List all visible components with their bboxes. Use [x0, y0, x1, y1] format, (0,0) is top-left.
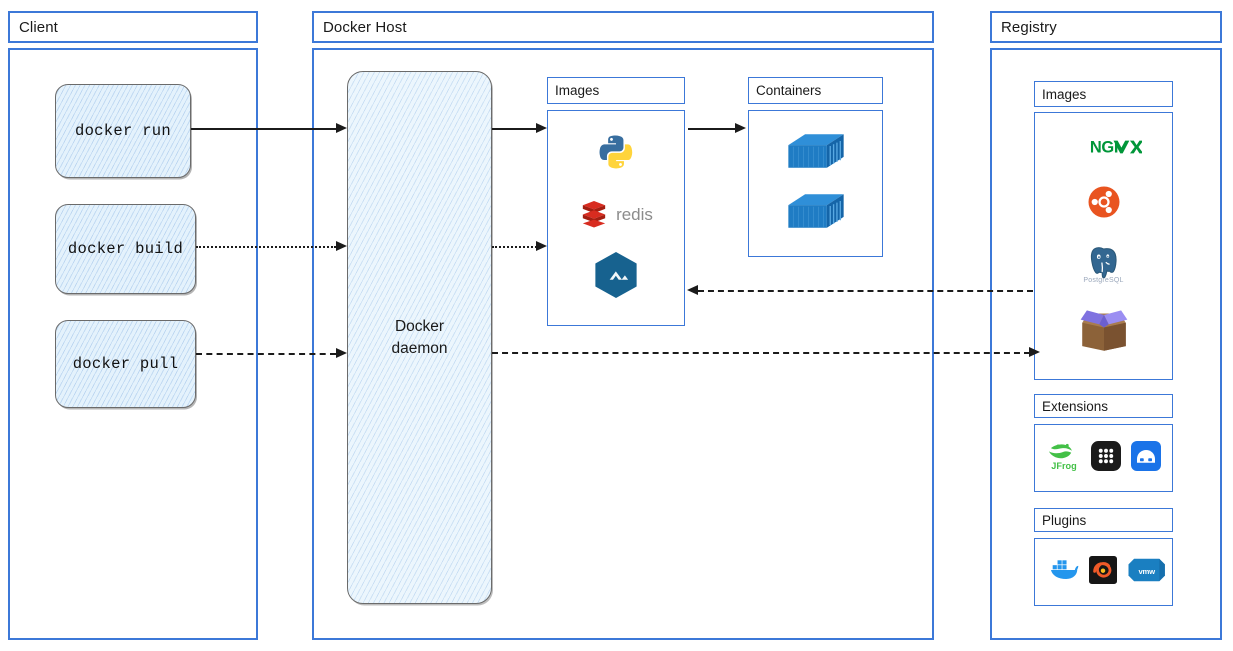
- command-box-docker-build[interactable]: docker build: [55, 204, 196, 294]
- connector-daemon-to-images-solid: [492, 128, 537, 130]
- ubuntu-icon: [1088, 186, 1120, 223]
- container-icon: [785, 190, 847, 237]
- grid-dots-icon: [1090, 440, 1121, 476]
- client-panel-header: Client: [8, 11, 258, 43]
- arrowhead-daemon-to-registry: [1029, 347, 1040, 357]
- svg-text:vmw: vmw: [1138, 567, 1155, 576]
- jfrog-icon: JFrog: [1047, 440, 1081, 477]
- docker-host-panel-title: Docker Host: [323, 18, 407, 36]
- arrowhead-registry-to-images: [687, 285, 698, 295]
- host-containers-body: [748, 110, 883, 257]
- command-label: docker build: [67, 240, 184, 258]
- nginx-icon: NGI NGINX: [1066, 136, 1143, 163]
- svg-text:NGI: NGI: [1089, 139, 1117, 157]
- command-label: docker pull: [72, 355, 179, 373]
- registry-extensions-body: JFrog: [1034, 424, 1173, 492]
- host-images-body: redis: [547, 110, 685, 326]
- registry-images-label: Images: [1042, 86, 1087, 102]
- arrowhead-run-to-daemon: [336, 123, 347, 133]
- registry-plugins-body: vmw: [1034, 538, 1173, 606]
- arrowhead-images-to-containers: [735, 123, 746, 133]
- grafana-icon: [1088, 555, 1117, 589]
- arrowhead-daemon-to-images-solid: [536, 123, 547, 133]
- docker-daemon-label: Docker daemon: [391, 318, 448, 357]
- connector-build-to-daemon: [196, 246, 336, 248]
- docker-host-panel-header: Docker Host: [312, 11, 934, 43]
- host-containers-label: Containers: [756, 83, 822, 98]
- vmware-icon: vmw: [1127, 556, 1165, 589]
- command-label: docker run: [74, 122, 171, 140]
- command-box-docker-pull[interactable]: docker pull: [55, 320, 196, 408]
- connector-daemon-to-images-dotted: [492, 246, 537, 248]
- arrowhead-pull-to-daemon: [336, 348, 347, 358]
- host-images-label: Images: [555, 83, 600, 98]
- connector-run-to-daemon: [191, 128, 336, 130]
- command-box-docker-run[interactable]: docker run: [55, 84, 191, 178]
- registry-plugins-label: Plugins: [1042, 512, 1087, 528]
- arrowhead-build-to-daemon: [336, 241, 347, 251]
- arrowhead-daemon-to-images-dotted: [536, 241, 547, 251]
- host-images-header: Images: [547, 77, 685, 104]
- connector-pull-to-daemon: [196, 353, 336, 355]
- alpine-hex-icon: [595, 252, 637, 303]
- scanner-icon: [1130, 440, 1161, 476]
- registry-extensions-label: Extensions: [1042, 398, 1109, 414]
- registry-images-header: Images: [1034, 81, 1173, 107]
- connector-images-to-containers: [688, 128, 735, 130]
- registry-extensions-header: Extensions: [1034, 394, 1173, 418]
- registry-panel-title: Registry: [1001, 18, 1057, 36]
- connector-daemon-to-registry: [492, 352, 1030, 354]
- postgresql-label: PostgreSQL: [1083, 277, 1124, 285]
- postgresql-icon: PostgreSQL: [1083, 245, 1123, 284]
- registry-plugins-header: Plugins: [1034, 508, 1173, 532]
- redis-label: redis: [616, 204, 653, 224]
- host-containers-header: Containers: [748, 77, 883, 104]
- container-icon: [785, 130, 847, 177]
- registry-panel-header: Registry: [990, 11, 1222, 43]
- redis-icon: redis: [579, 201, 653, 229]
- svg-text:JFrog: JFrog: [1051, 461, 1076, 471]
- docker-daemon-box[interactable]: Docker daemon: [347, 71, 492, 604]
- client-panel-title: Client: [19, 18, 58, 36]
- registry-images-body: NGI NGINX: [1034, 112, 1173, 380]
- docker-whale-icon: [1043, 556, 1079, 589]
- connector-registry-to-images: [698, 290, 1033, 292]
- package-box-icon: [1076, 307, 1132, 356]
- python-icon: [596, 133, 636, 178]
